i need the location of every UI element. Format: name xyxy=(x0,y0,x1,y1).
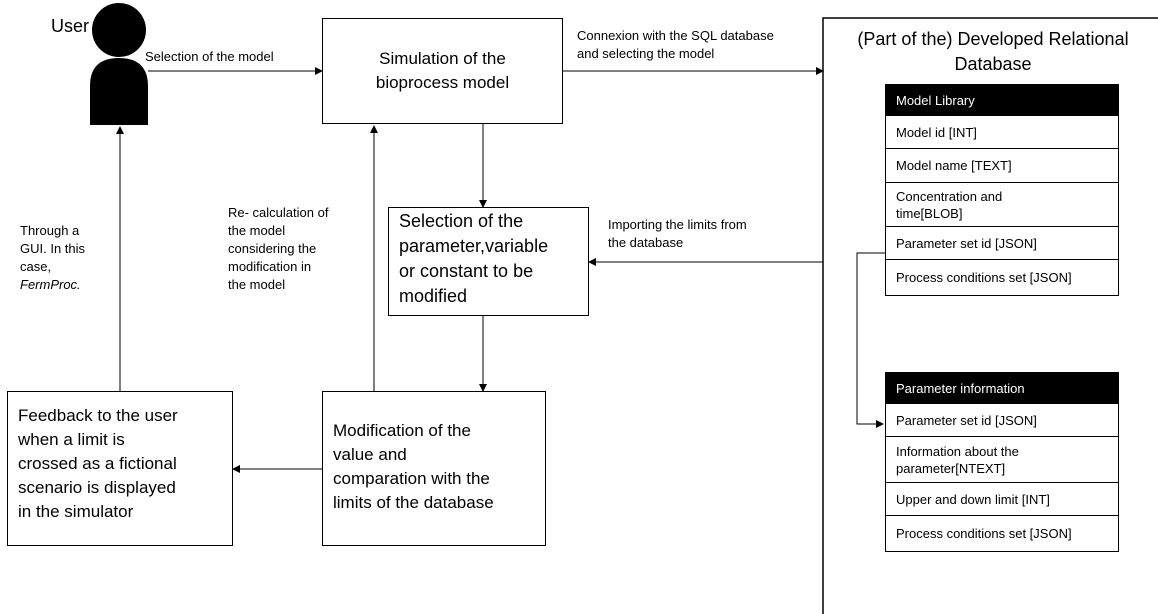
box-modification: Modification of the value and comparatio… xyxy=(322,391,546,546)
user-icon xyxy=(90,3,148,125)
label-selection-of-model: Selection of the model xyxy=(145,49,274,64)
table-header: Model Library xyxy=(886,85,1118,116)
table-row: Information about the parameter[NTEXT] xyxy=(886,437,1118,483)
table-row: Parameter set id [JSON] xyxy=(886,227,1118,260)
box-modification-text: Modification of the value and comparatio… xyxy=(333,421,494,512)
table-parameter-information: Parameter information Parameter set id [… xyxy=(885,372,1119,552)
database-border xyxy=(822,17,1158,614)
label-through-gui-app: FermProc. xyxy=(20,277,81,292)
label-through-gui-text: Through a GUI. In this case, xyxy=(20,223,86,274)
box-simulation-text: Simulation of the bioprocess model xyxy=(375,49,510,92)
box-feedback: Feedback to the user when a limit is cro… xyxy=(7,391,233,546)
table-model-library: Model Library Model id [INT] Model name … xyxy=(885,84,1119,296)
box-simulation: Simulation of the bioprocess model xyxy=(322,18,563,124)
label-recalculation: Re- calculation of the model considering… xyxy=(228,205,329,292)
table-row: Upper and down limit [INT] xyxy=(886,483,1118,516)
box-selection-parameter: Selection of the parameter,variable or c… xyxy=(388,207,589,316)
user-label: User xyxy=(51,16,90,36)
label-importing-limits: Importing the limits from the database xyxy=(608,217,747,250)
label-through-gui: Through a GUI. In this case, FermProc. xyxy=(20,204,85,312)
box-feedback-text: Feedback to the user when a limit is cro… xyxy=(18,406,178,521)
label-connexion: Connexion with the SQL database and sele… xyxy=(577,28,774,61)
arrow-parameter-set-link xyxy=(856,252,885,428)
table-row: Process conditions set [JSON] xyxy=(896,526,1072,541)
database-title: (Part of the) Developed Relational Datab… xyxy=(857,29,1129,74)
table-row: Model name [TEXT] xyxy=(886,149,1118,183)
table-row: Model id [INT] xyxy=(886,116,1118,149)
box-selection-parameter-text: Selection of the parameter,variable or c… xyxy=(399,211,549,306)
table-row: Process conditions set [JSON] xyxy=(896,270,1072,285)
table-header: Parameter information xyxy=(886,373,1118,404)
table-row: Parameter set id [JSON] xyxy=(886,404,1118,437)
table-row: Concentration and time[BLOB] xyxy=(886,183,1118,227)
